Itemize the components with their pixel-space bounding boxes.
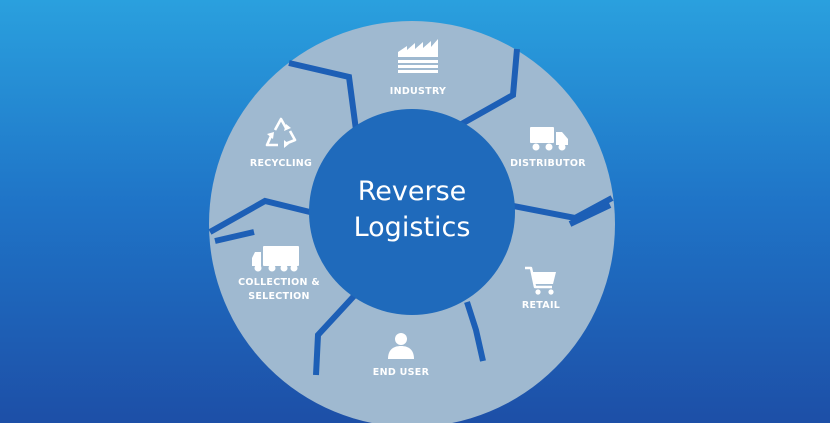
stage-label: DISTRIBUTOR	[510, 158, 586, 169]
delivery-truck-icon	[530, 127, 568, 151]
segment-dividers	[208, 48, 614, 376]
stage-retail: RETAIL	[522, 266, 560, 311]
segment-divider	[288, 60, 359, 131]
stage-collection-selection: COLLECTION & SELECTION	[238, 246, 320, 302]
factory-icon	[398, 39, 438, 73]
segment-divider	[214, 229, 255, 244]
segment-divider	[313, 293, 357, 376]
segment-divider	[208, 197, 319, 235]
stage-label: RECYCLING	[250, 158, 312, 169]
center-title-line-1: Reverse	[358, 176, 467, 207]
stage-label: END USER	[373, 367, 430, 378]
collection-truck-icon	[252, 246, 299, 272]
user-icon	[388, 333, 414, 359]
stage-label: RETAIL	[522, 300, 560, 311]
stage-recycling: RECYCLING	[250, 117, 312, 169]
stage-distributor: DISTRIBUTOR	[510, 127, 586, 169]
stage-industry: INDUSTRY	[390, 39, 446, 97]
segment-divider	[456, 48, 520, 129]
segment-divider	[464, 301, 486, 362]
shopping-cart-icon	[525, 266, 556, 295]
stage-end-user: END USER	[373, 333, 430, 378]
center-hub	[309, 109, 515, 315]
stage-label: SELECTION	[248, 291, 310, 302]
stage-label: COLLECTION &	[238, 277, 320, 288]
center-title-line-2: Logistics	[354, 212, 471, 243]
stage-label: INDUSTRY	[390, 86, 446, 97]
segment-divider	[507, 195, 614, 222]
recycle-icon	[265, 117, 297, 148]
segment-divider	[568, 202, 612, 227]
